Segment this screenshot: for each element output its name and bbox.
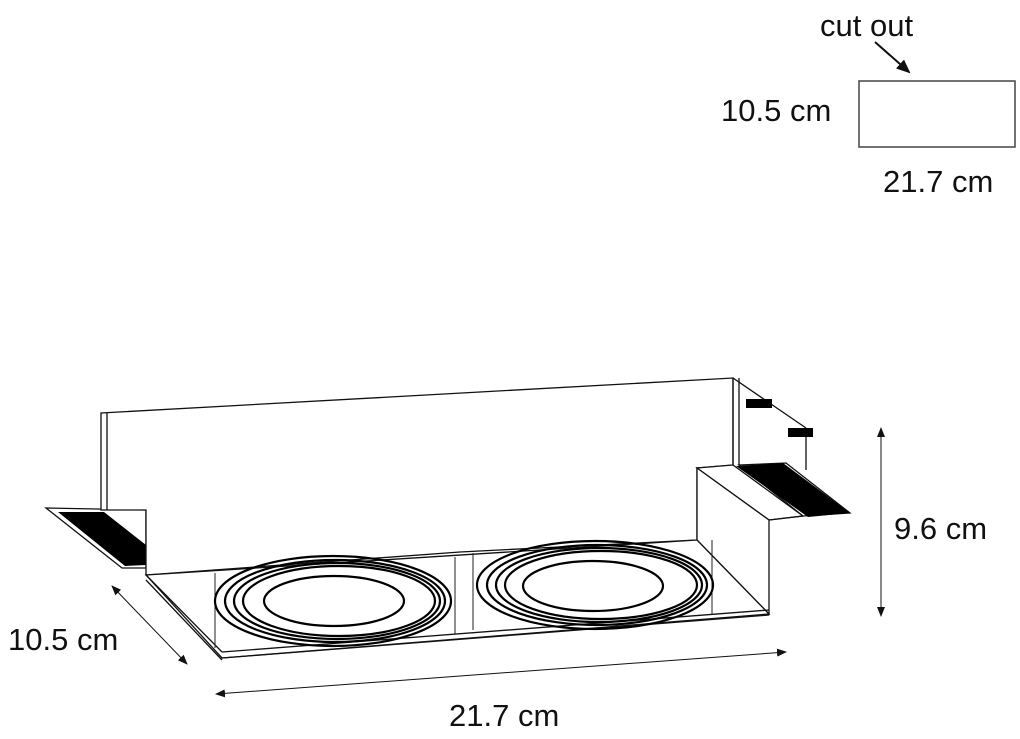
cutout-arrow-icon — [874, 41, 911, 74]
cutout-rectangle — [858, 80, 1016, 148]
cutout-width-label: 21.7 cm — [883, 164, 994, 199]
spring-clip-bottom — [788, 428, 813, 437]
lamp-2 — [472, 539, 715, 631]
cutout-inset — [858, 41, 1016, 148]
cutout-height-label: 10.5 cm — [721, 93, 832, 128]
fixture-height-label: 9.6 cm — [894, 511, 988, 546]
fixture-length-label: 21.7 cm — [449, 698, 560, 733]
spring-clip-top — [746, 399, 772, 408]
fixture-depth-label: 10.5 cm — [8, 622, 119, 657]
length-dimension-arrow — [215, 648, 787, 698]
lamp-1 — [213, 554, 456, 648]
left-clip-black-strip — [58, 512, 146, 566]
cutout-title-label: cut out — [820, 8, 914, 43]
dimension-lines — [111, 427, 885, 698]
fixture-body — [44, 377, 852, 661]
depth-dimension-arrow — [111, 585, 188, 665]
right-clip-black-strip — [736, 463, 850, 517]
